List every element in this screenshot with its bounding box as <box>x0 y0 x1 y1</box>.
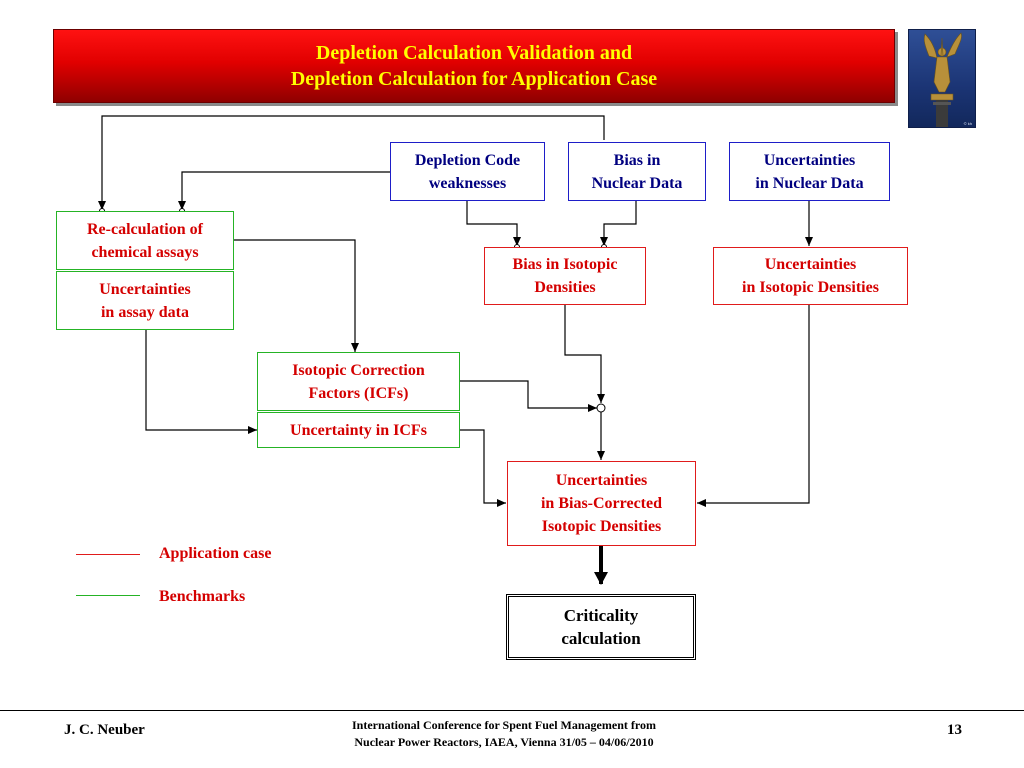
title-line-1: Depletion Calculation Validation and <box>315 42 633 64</box>
legend-label-benchmarks: Benchmarks <box>159 588 246 605</box>
arrow-top-loop-to-recalc <box>98 115 605 210</box>
node-text: Depletion Code <box>414 151 521 169</box>
node-text: in Nuclear Data <box>755 174 864 192</box>
slide-title: Depletion Calculation Validation and Dep… <box>53 29 895 103</box>
node-uncertainties-in-nuclear-data: Uncertainties in Nuclear Data <box>729 142 890 201</box>
node-text: in Bias-Corrected <box>540 495 662 512</box>
node-text: calculation <box>561 629 641 648</box>
node-text: in Isotopic Densities <box>742 279 879 296</box>
page-number: 13 <box>947 722 962 738</box>
node-text: Factors (ICFs) <box>308 384 409 402</box>
legend-line-benchmarks <box>76 595 140 596</box>
arrow-icfs-to-junction <box>460 380 597 412</box>
node-text: Uncertainties <box>763 151 856 169</box>
node-text: Uncertainties <box>99 280 191 298</box>
node-isotopic-correction-factors: Isotopic Correction Factors (ICFs) <box>257 352 460 411</box>
node-uncertainty-in-icfs: Uncertainty in ICFs <box>257 412 460 448</box>
node-bias-in-nuclear-data: Bias in Nuclear Data <box>568 142 706 201</box>
node-text: in assay data <box>100 303 190 321</box>
node-text: chemical assays <box>91 243 199 261</box>
node-text: Isotopic Correction <box>292 361 425 379</box>
node-text: weaknesses <box>428 174 507 192</box>
arrow-depletion-code-to-bias-isotopic <box>466 201 521 246</box>
node-text: Uncertainties <box>764 256 857 273</box>
victory-statue-icon <box>923 32 962 127</box>
node-text: Densities <box>534 279 596 296</box>
arrow-unc-isotopic-to-bias-corrected <box>697 305 810 507</box>
node-text: Re-calculation of <box>87 220 203 238</box>
node-depletion-code-weaknesses: Depletion Code weaknesses <box>390 142 545 201</box>
node-text: Uncertainties <box>555 472 648 489</box>
arrow-recalc-to-icfs <box>234 239 359 352</box>
node-uncertainties-in-assay-data: Uncertainties in assay data <box>56 271 234 330</box>
arrow-bias-nuclear-to-bias-isotopic <box>600 201 637 246</box>
statue-logo-image: © kh <box>908 29 976 128</box>
legend-label-application: Application case <box>159 545 272 562</box>
junction-circle <box>596 403 606 413</box>
footer-author: J. C. Neuber <box>64 722 145 738</box>
title-line-2: Depletion Calculation for Application Ca… <box>290 68 658 90</box>
arrow-assay-unc-to-icf-unc <box>145 330 257 434</box>
logo-caption: © kh <box>963 121 972 126</box>
node-uncertainties-bias-corrected: Uncertainties in Bias-Corrected Isotopic… <box>507 461 696 546</box>
legend-line-application <box>76 554 140 555</box>
arrow-icf-unc-to-bias-corrected <box>460 429 506 507</box>
footer-conference: International Conference for Spent Fuel … <box>274 717 734 751</box>
node-text: Isotopic Densities <box>541 518 662 535</box>
node-criticality-calculation: Criticality calculation <box>506 594 696 660</box>
node-uncertainties-in-isotopic-densities: Uncertainties in Isotopic Densities <box>713 247 908 305</box>
node-text: Nuclear Data <box>591 174 683 192</box>
node-text: Uncertainty in ICFs <box>290 421 427 439</box>
footer-conference-line-2: Nuclear Power Reactors, IAEA, Vienna 31/… <box>354 735 654 749</box>
footer-divider <box>0 710 1024 711</box>
node-bias-in-isotopic-densities: Bias in Isotopic Densities <box>484 247 646 305</box>
footer-conference-line-1: International Conference for Spent Fuel … <box>352 718 656 732</box>
arrow-bias-isotopic-to-junction <box>564 305 605 403</box>
node-recalculation-chemical-assays: Re-calculation of chemical assays <box>56 211 234 270</box>
node-text: Bias in Isotopic <box>512 256 618 273</box>
node-text: Criticality <box>563 606 639 625</box>
arrow-depletion-code-to-recalc <box>178 171 390 210</box>
node-text: Bias in <box>613 151 661 169</box>
